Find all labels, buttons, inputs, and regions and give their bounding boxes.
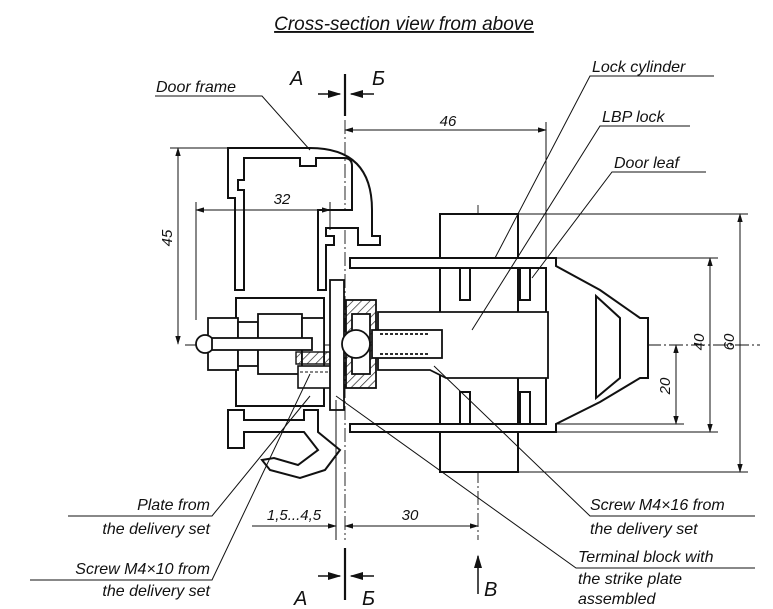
label-screw16-line1: Screw M4×16 from	[590, 497, 725, 514]
label-terminal-line3: assembled	[578, 591, 656, 608]
section-label-b-bottom: Б	[362, 588, 375, 609]
view-label-b: В	[484, 579, 497, 601]
label-plate-line2: the delivery set	[102, 521, 210, 538]
section-label-a-bottom: А	[293, 588, 307, 609]
section-label-a-top: А	[289, 68, 303, 90]
label-screw10-line1: Screw M4×10 from	[75, 561, 210, 578]
dim-20: 20	[657, 377, 674, 395]
section-mark-top	[318, 74, 374, 116]
label-terminal-line2: the strike plate	[578, 571, 682, 588]
lbp-lock-body	[371, 311, 549, 379]
section-label-b-top: Б	[372, 68, 385, 90]
bolt-assembly	[195, 313, 325, 375]
dimension-lines	[170, 122, 748, 540]
label-door-frame: Door frame	[156, 79, 236, 96]
screw-m4x10	[297, 365, 335, 389]
label-lbp-lock: LBP lock	[602, 109, 666, 126]
drawing-title: Cross-section view from above	[274, 14, 534, 35]
dim-40: 40	[691, 333, 708, 350]
dim-1-5-4-5: 1,5...4,5	[267, 507, 322, 524]
plate-section	[295, 351, 331, 365]
label-screw16-line2: the delivery set	[590, 521, 698, 538]
strike-plate	[329, 279, 377, 411]
label-lock-cylinder: Lock cylinder	[592, 59, 686, 76]
dim-60: 60	[721, 333, 738, 350]
label-plate-line1: Plate from	[137, 497, 210, 514]
label-screw10-line2: the delivery set	[102, 583, 210, 600]
section-mark-bottom	[318, 548, 374, 600]
dim-45: 45	[159, 229, 176, 246]
dim-46: 46	[440, 113, 457, 130]
label-terminal-line1: Terminal block with	[578, 549, 714, 566]
dim-32: 32	[274, 191, 291, 208]
leader-lines	[30, 75, 755, 581]
label-door-leaf: Door leaf	[614, 155, 680, 172]
dim-30: 30	[402, 507, 419, 524]
